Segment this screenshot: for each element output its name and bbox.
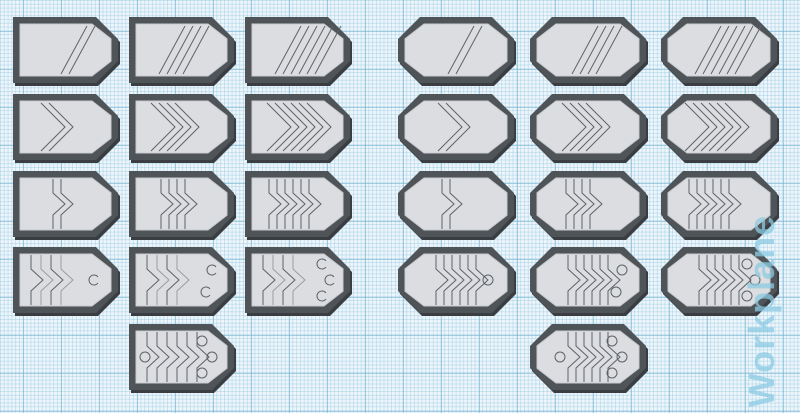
octagon-badge-icon xyxy=(398,94,516,163)
pointed-badge-icon xyxy=(13,247,120,316)
badge-oct-bar-5-circle-2[interactable] xyxy=(530,247,650,317)
badge-oct-bar-5[interactable] xyxy=(661,171,781,241)
badge-pt-chevron-1[interactable] xyxy=(13,94,122,164)
octagon-badge-icon xyxy=(398,17,516,86)
badge-oct-bar-5-circle-4[interactable] xyxy=(530,324,650,394)
pointed-badge-icon xyxy=(13,171,120,240)
badge-oct-stripe-3[interactable] xyxy=(530,17,650,87)
octagon-badge-icon xyxy=(530,171,648,240)
octagon-badge-icon xyxy=(661,17,779,86)
pointed-badge-icon xyxy=(13,94,120,163)
badge-pt-bar-3-circle-1[interactable] xyxy=(13,247,122,317)
badge-oct-stripe-1[interactable] xyxy=(398,17,518,87)
badge-pt-bar-3-circle-2[interactable] xyxy=(129,247,238,317)
pointed-badge-icon xyxy=(129,247,236,316)
badge-pt-bar-5[interactable] xyxy=(245,171,354,241)
badge-oct-chevron-5[interactable] xyxy=(661,94,781,164)
badge-pt-chevron-3[interactable] xyxy=(129,94,238,164)
badge-pt-stripe-5[interactable] xyxy=(245,17,354,87)
badge-pt-bar-5-circle-4[interactable] xyxy=(129,324,238,394)
badge-pt-stripe-3[interactable] xyxy=(129,17,238,87)
pointed-badge-icon xyxy=(13,17,120,86)
badge-pt-bar-1[interactable] xyxy=(13,171,122,241)
octagon-badge-icon xyxy=(530,324,648,393)
pointed-badge-icon xyxy=(245,17,352,86)
pointed-badge-icon xyxy=(129,324,236,393)
octagon-badge-icon xyxy=(398,171,516,240)
octagon-badge-icon xyxy=(661,247,779,316)
badge-oct-bar-5-circle-3[interactable] xyxy=(661,247,781,317)
pointed-badge-icon xyxy=(129,17,236,86)
badge-oct-stripe-5[interactable] xyxy=(661,17,781,87)
octagon-badge-icon xyxy=(530,94,648,163)
badge-pt-bar-3-circle-3[interactable] xyxy=(245,247,354,317)
badge-oct-bar-5-circle-1[interactable] xyxy=(398,247,518,317)
badge-oct-bar-3[interactable] xyxy=(530,171,650,241)
octagon-badge-icon xyxy=(530,17,648,86)
badge-pt-stripe-1[interactable] xyxy=(13,17,122,87)
badge-oct-chevron-3[interactable] xyxy=(530,94,650,164)
octagon-badge-icon xyxy=(661,171,779,240)
badge-oct-bar-1[interactable] xyxy=(398,171,518,241)
octagon-badge-icon xyxy=(661,94,779,163)
badge-pt-bar-3[interactable] xyxy=(129,171,238,241)
workplane-label: Workplane xyxy=(740,214,782,408)
pointed-badge-icon xyxy=(245,171,352,240)
octagon-badge-icon xyxy=(530,247,648,316)
pointed-badge-icon xyxy=(245,247,352,316)
badge-pt-chevron-5[interactable] xyxy=(245,94,354,164)
pointed-badge-icon xyxy=(129,94,236,163)
badge-oct-chevron-1[interactable] xyxy=(398,94,518,164)
octagon-badge-icon xyxy=(398,247,516,316)
pointed-badge-icon xyxy=(245,94,352,163)
pointed-badge-icon xyxy=(129,171,236,240)
